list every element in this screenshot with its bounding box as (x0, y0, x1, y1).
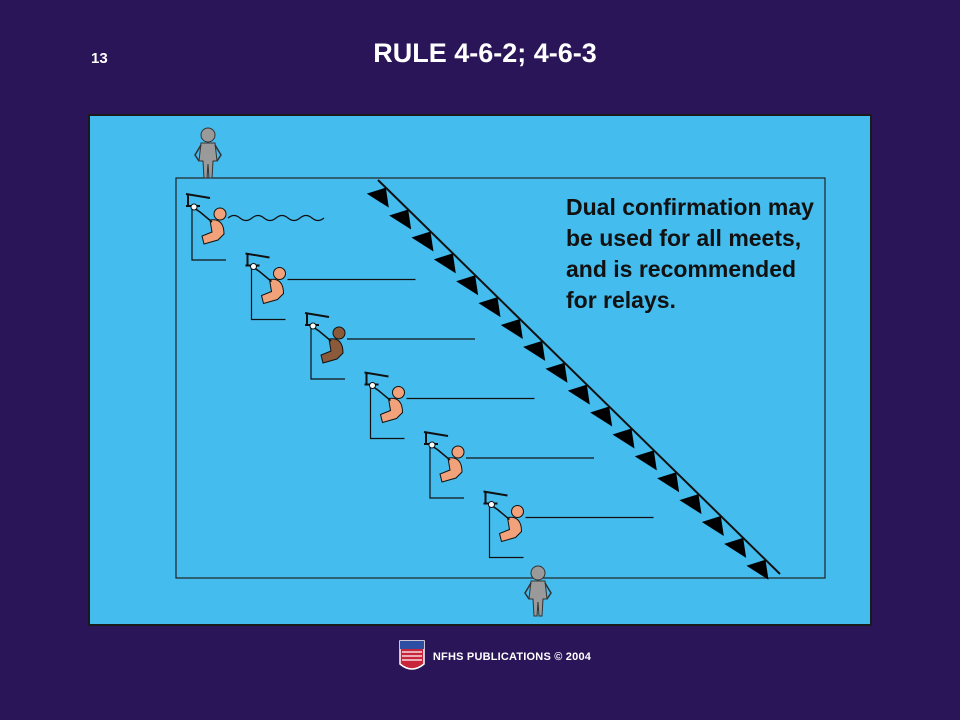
lane-wall (310, 327, 345, 380)
swimmer-arm (431, 445, 451, 461)
swimmer-body (201, 219, 225, 245)
backstroke-flag (389, 209, 412, 230)
backstroke-flag (724, 537, 747, 558)
swimmer-arm (372, 385, 391, 402)
slide-title: RULE 4-6-2; 4-6-3 (373, 38, 597, 68)
starting-block (245, 252, 270, 267)
official-bottom (524, 565, 552, 617)
swimmer-arm (491, 504, 510, 521)
swimmer-head (511, 505, 524, 518)
official-top (194, 127, 222, 179)
lane (304, 312, 475, 380)
swimmer-head (213, 207, 227, 221)
lane (364, 371, 535, 440)
pool-outline (175, 177, 826, 579)
swimmer-head (451, 445, 465, 459)
backstroke-flag (366, 187, 389, 208)
backstroke-flag (500, 318, 523, 339)
backstroke-flag (456, 275, 479, 296)
lane-wall (369, 386, 405, 440)
backstroke-flags (366, 187, 769, 580)
swimmer-head (273, 267, 286, 280)
touchpad-marker (250, 263, 257, 270)
backstroke-flag (679, 494, 702, 515)
swimmer-arm (312, 326, 332, 342)
lane (245, 252, 416, 321)
starting-block (304, 312, 330, 326)
slide-number: 13 (91, 50, 108, 67)
swimmer-body (320, 338, 344, 364)
lanes (185, 193, 654, 559)
backstroke-flag (612, 428, 635, 449)
starting-block (423, 431, 449, 445)
touchpad-marker (190, 203, 198, 211)
backstroke-flag (478, 297, 501, 318)
backstroke-flag (567, 384, 590, 405)
lane (423, 431, 594, 499)
touchpad-marker (428, 441, 436, 449)
rule-note: Dual confirmation may be used for all me… (566, 194, 814, 313)
backstroke-flag (411, 231, 434, 252)
starting-block (483, 490, 508, 505)
touchpad-marker (369, 382, 376, 389)
backstroke-flag (545, 362, 568, 383)
lane-wall (250, 267, 286, 321)
swimmer-head (392, 386, 405, 399)
touchpad-marker (488, 501, 495, 508)
lane-wall (429, 446, 464, 499)
lane-wall (488, 505, 524, 559)
backstroke-flag (657, 472, 680, 493)
backstroke-flag (590, 406, 613, 427)
backstroke-flag (746, 559, 769, 580)
starting-block (364, 371, 389, 386)
swimmer-body (439, 457, 463, 483)
lane-wall (191, 208, 226, 261)
backstroke-flag (634, 450, 657, 471)
backstroke-flag (433, 253, 456, 274)
backstroke-flag (523, 340, 546, 361)
wave-line (227, 214, 325, 222)
flag-line (377, 179, 781, 575)
backstroke-flag (701, 515, 724, 536)
swimmer-head (332, 326, 346, 340)
footer: NFHS PUBLICATIONS © 2004 (0, 640, 960, 679)
lane (483, 490, 654, 559)
starting-block (185, 193, 211, 207)
nfhs-logo (399, 640, 425, 670)
swimmer-arm (253, 266, 272, 283)
lane (185, 193, 325, 261)
swimmer-body (498, 516, 523, 543)
swimmer-body (260, 278, 285, 305)
swimmer-arm (193, 207, 213, 223)
swimmer-body (379, 397, 404, 424)
publisher-text: NFHS PUBLICATIONS © 2004 (432, 651, 592, 663)
touchpad-marker (309, 322, 317, 330)
